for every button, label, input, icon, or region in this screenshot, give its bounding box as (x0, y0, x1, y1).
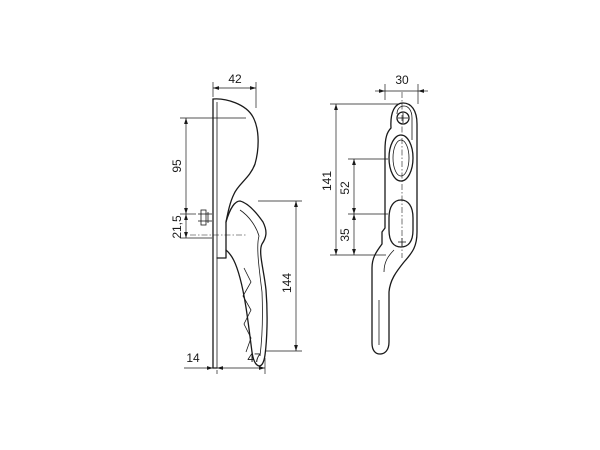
front-lower-oval (388, 199, 414, 248)
front-upper-oval (388, 134, 414, 182)
dim-side-base-depth: 14 (184, 351, 218, 374)
front-screw-cap (396, 111, 410, 125)
front-body-outline (371, 102, 418, 355)
dim-label-21-5: 21,5 (170, 215, 184, 239)
front-lever-strip (383, 249, 395, 273)
dim-side-lever-length: 144 (258, 200, 302, 352)
dim-side-axis-offset: 21,5 (170, 214, 212, 239)
side-base-plate (212, 98, 218, 369)
side-fixing-screw (198, 209, 212, 226)
side-handle-head (212, 98, 259, 259)
front-body-inner-edge (396, 105, 413, 140)
dim-front-oval-spacing: 52 (338, 158, 388, 215)
dim-label-35: 35 (338, 228, 352, 242)
dim-label-14: 14 (186, 351, 200, 365)
dim-front-total-height: 141 (320, 103, 398, 256)
dim-label-47: 47 (247, 351, 261, 365)
dim-label-52: 52 (338, 181, 352, 195)
dim-label-141: 141 (320, 171, 334, 191)
side-lever-grip-pattern (242, 267, 252, 353)
dim-label-30: 30 (395, 73, 409, 87)
dim-label-95: 95 (170, 159, 184, 173)
side-view: 42 95 21,5 144 14 (170, 72, 302, 374)
side-lever-outline (225, 200, 268, 367)
side-lever-grip-inner (239, 209, 263, 357)
dim-side-upper-height: 95 (170, 117, 246, 215)
dim-front-lower-offset: 35 (338, 214, 356, 255)
dim-front-width: 30 (375, 73, 428, 104)
dim-side-top-width: 42 (212, 72, 257, 108)
front-view: 30 141 52 35 (320, 73, 428, 355)
front-upper-oval-inner (392, 139, 410, 177)
dim-label-42: 42 (228, 72, 242, 86)
dim-label-144: 144 (280, 273, 294, 293)
dim-side-lever-depth: 47 (217, 351, 266, 374)
